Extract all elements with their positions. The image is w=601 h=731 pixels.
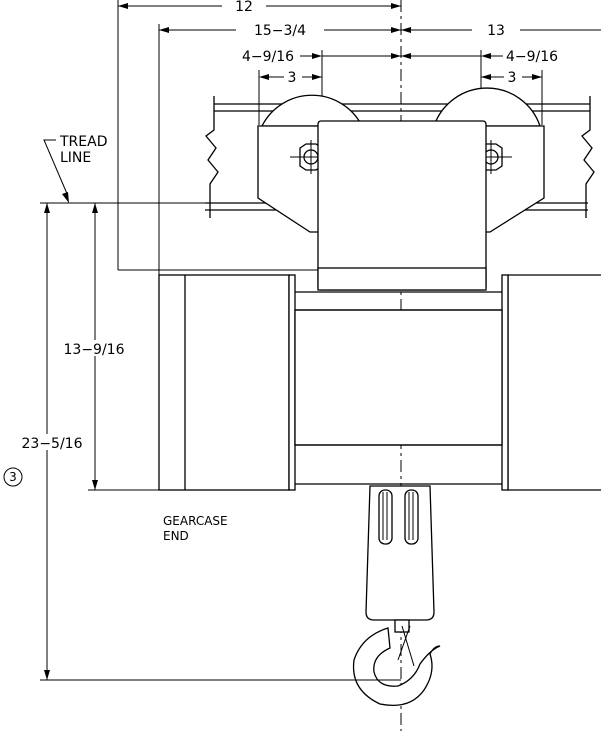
right-wheel [433,87,541,127]
gearcase-end-text-1: GEARCASE [163,514,228,528]
gearcase [158,274,290,491]
dim-3-left: 3 [258,68,322,125]
dim-13: 13 [401,22,601,39]
dim-4-9-16-left-label: 4−9/16 [242,49,294,65]
dim-4-9-16-left: 4−9/16 [242,49,401,125]
dim-15-3-4: 15−3/4 [158,22,401,490]
dim-12-label: 12 [235,0,253,15]
dim-12: 12 [117,0,401,270]
load-block [365,485,435,621]
center-plate [317,120,487,291]
dim-15-3-4-label: 15−3/4 [254,23,306,39]
hoist-body [158,267,601,491]
dim-13-9-16-label: 13−9/16 [64,342,125,358]
drum [294,309,503,446]
dim-23-5-16-label: 23−5/16 [22,436,83,452]
gearcase-end-label: GEARCASE END [163,514,228,543]
left-wheel [260,94,364,127]
gearcase-end-text-2: END [163,529,189,543]
dim-3-right-label: 3 [508,70,517,86]
note-marker-label: 3 [9,470,17,484]
dim-4-9-16-right-label: 4−9/16 [506,49,558,65]
dim-3-right: 3 [481,68,543,125]
hook-block [352,485,441,707]
tread-line-text-2: LINE [60,150,91,166]
dim-23-5-16: 23−5/16 [14,203,401,681]
dim-13-9-16: 13−9/16 [50,203,159,491]
tread-line-text-1: TREAD [59,134,107,150]
trolley-wheels [260,87,541,127]
tread-line-callout: TREAD LINE [43,134,107,203]
hook [352,627,441,707]
dim-3-left-label: 3 [288,70,297,86]
dim-13-label: 13 [487,23,505,39]
dim-4-9-16-right: 4−9/16 [401,49,558,125]
note-marker: 3 [3,467,23,487]
